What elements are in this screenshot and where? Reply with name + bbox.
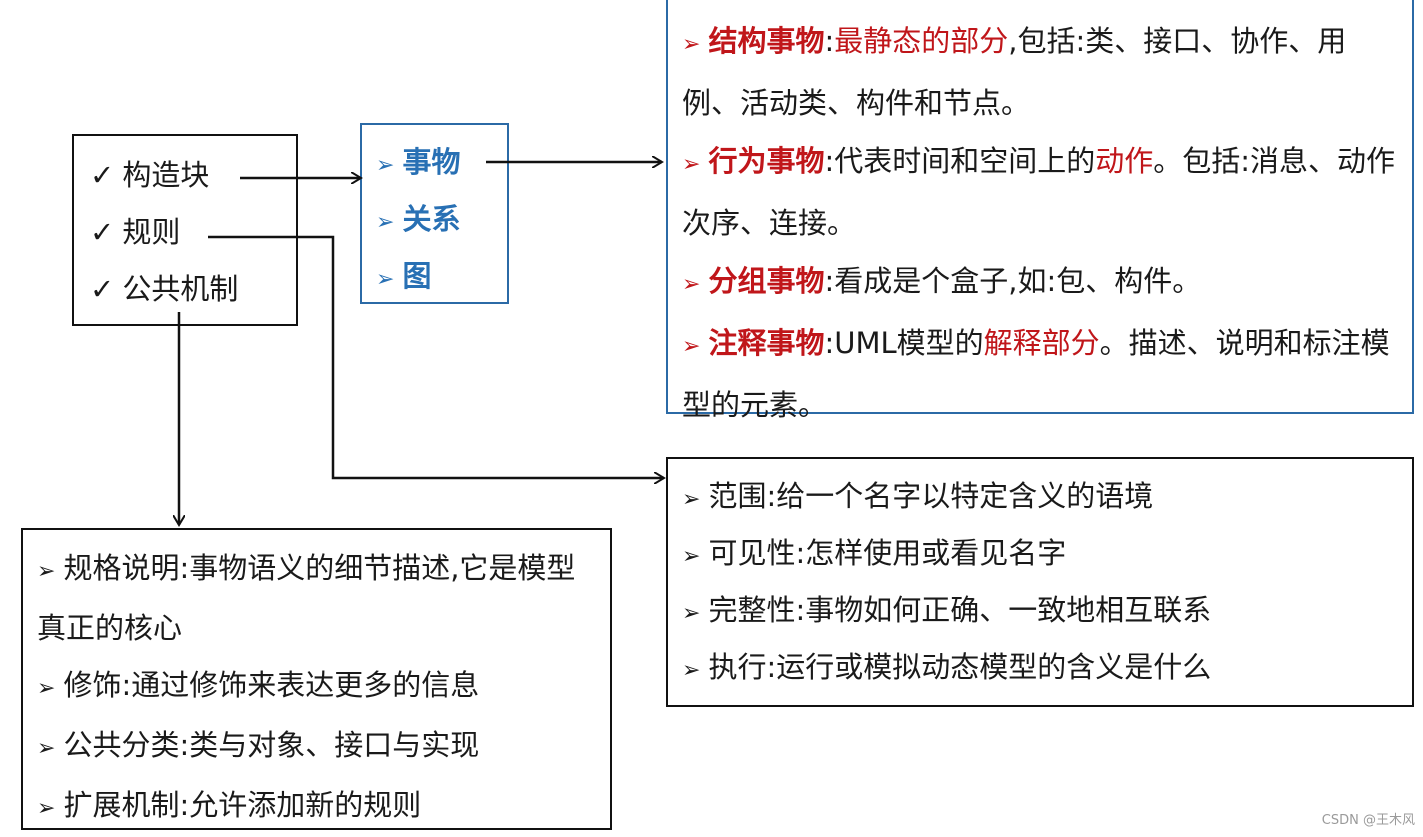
- mechanism-text: 修饰:通过修饰来表达更多的信息: [63, 668, 480, 702]
- rule-item-visibility: ➢ 可见性:怎样使用或看见名字: [682, 528, 1412, 585]
- bullet-arrow-icon: ➢: [682, 152, 701, 177]
- structural-things-term: 结构事物: [708, 24, 825, 58]
- things-item: ➢ 事物: [376, 141, 507, 198]
- annotational-things-term: 注释事物: [708, 326, 825, 360]
- bullet-arrow-icon: ➢: [682, 658, 701, 683]
- bullet-arrow-icon: ➢: [682, 487, 701, 512]
- rule-text: 范围:给一个名字以特定含义的语境: [708, 479, 1154, 513]
- bullet-arrow-icon: ➢: [37, 559, 56, 584]
- behavioral-things-description: 。包括:消息、动作次序、连接。: [682, 144, 1396, 240]
- behavioral-things-term: 行为事物: [708, 144, 825, 178]
- behavioral-things-lead: 代表时间和空间上的: [834, 144, 1096, 178]
- bullet-arrow-icon: ➢: [37, 796, 56, 821]
- bullet-arrow-icon: ➢: [376, 267, 395, 292]
- grouping-things-text: ➢ 分组事物:看成是个盒子,如:包、构件。: [682, 252, 1400, 314]
- diagrams-item: ➢图: [376, 255, 507, 312]
- behavioral-things-highlight: 动作: [1095, 144, 1154, 178]
- bullet-arrow-icon: ➢: [682, 32, 701, 57]
- mechanism-text: 扩展机制:允许添加新的规则: [63, 788, 422, 822]
- rule-text: 完整性:事物如何正确、一致地相互联系: [708, 593, 1212, 627]
- bullet-arrow-icon: ➢: [682, 544, 701, 569]
- building-block-label: 构造块: [122, 158, 210, 192]
- structural-things-highlight: 最静态的部分: [834, 24, 1009, 58]
- building-blocks-box: ✓构造块 ✓规则 ✓公共机制: [72, 134, 298, 326]
- colon: :: [824, 264, 835, 298]
- relationships-label: 关系: [402, 202, 461, 236]
- colon: :: [824, 24, 835, 58]
- bullet-arrow-icon: ➢: [682, 601, 701, 626]
- bullet-arrow-icon: ➢: [37, 676, 56, 701]
- rule-text: 可见性:怎样使用或看见名字: [708, 536, 1067, 570]
- check-icon: ✓: [90, 158, 115, 192]
- rule-item-scope: ➢ 范围:给一个名字以特定含义的语境: [682, 471, 1412, 528]
- common-mechanisms-detail-box: ➢规格说明:事物语义的细节描述,它是模型真正的核心 ➢修饰:通过修饰来表达更多的…: [21, 528, 612, 830]
- colon: :: [824, 144, 835, 178]
- bullet-arrow-icon: ➢: [37, 736, 56, 761]
- mechanism-item-common-division: ➢ 公共分类:类与对象、接口与实现: [37, 717, 596, 777]
- annotational-things-text: ➢ 注释事物:UML模型的解释部分。描述、说明和标注模型的元素。: [682, 314, 1400, 434]
- bullet-arrow-icon: ➢: [376, 210, 395, 235]
- common-mechanisms-label: 公共机制: [122, 272, 239, 306]
- watermark: CSDN @王木风: [1321, 813, 1415, 828]
- bullet-arrow-icon: ➢: [682, 272, 701, 297]
- annotational-things-highlight: 解释部分: [983, 326, 1100, 360]
- structural-things-description: ,包括:类、接口、协作、用例、活动类、构件和节点。: [682, 24, 1347, 120]
- common-mechanisms-item: ✓公共机制: [90, 268, 296, 325]
- rule-item-execution: ➢ 执行:运行或模拟动态模型的含义是什么: [682, 642, 1412, 699]
- bullet-arrow-icon: ➢: [682, 334, 701, 359]
- diagrams-label: 图: [402, 259, 432, 293]
- mechanism-item-adornment: ➢ 修饰:通过修饰来表达更多的信息: [37, 657, 596, 717]
- colon: :: [824, 326, 835, 360]
- rule-item-integrity: ➢ 完整性:事物如何正确、一致地相互联系: [682, 585, 1412, 642]
- rule-text: 执行:运行或模拟动态模型的含义是什么: [708, 650, 1212, 684]
- grouping-things-description: 看成是个盒子,如:包、构件。: [834, 264, 1202, 298]
- mechanism-item-extensibility: ➢ 扩展机制:允许添加新的规则: [37, 777, 596, 837]
- mechanism-text: 公共分类:类与对象、接口与实现: [63, 728, 480, 762]
- rules-item: ✓规则: [90, 211, 296, 268]
- rules-detail-box: ➢ 范围:给一个名字以特定含义的语境 ➢ 可见性:怎样使用或看见名字 ➢ 完整性:事物…: [666, 457, 1414, 707]
- things-detail-box: ➢结构事物:最静态的部分,包括:类、接口、协作、用例、活动类、构件和节点。 ➢行…: [666, 0, 1414, 422]
- bullet-arrow-icon: ➢: [376, 153, 395, 178]
- structural-things-text: ➢ 结构事物:最静态的部分,包括:类、接口、协作、用例、活动类、构件和节点。: [682, 12, 1400, 132]
- rules-label: 规则: [122, 215, 181, 249]
- check-icon: ✓: [90, 215, 115, 249]
- things-label: 事物: [402, 145, 461, 179]
- mechanism-item-specification: ➢规格说明:事物语义的细节描述,它是模型真正的核心: [37, 540, 596, 657]
- check-icon: ✓: [90, 272, 115, 306]
- mechanism-text: 规格说明:事物语义的细节描述,它是模型真正的核心: [37, 551, 576, 645]
- annotational-things-lead: UML模型的: [834, 326, 984, 360]
- relationships-item: ➢ 关系: [376, 198, 507, 255]
- behavioral-things-text: ➢ 行为事物:代表时间和空间上的动作。包括:消息、动作次序、连接。: [682, 132, 1400, 252]
- annotational-things-description: 。描述、说明和标注模型的元素。: [682, 326, 1390, 422]
- grouping-things-term: 分组事物: [708, 264, 825, 298]
- things-relationships-diagrams-box: ➢ 事物 ➢ 关系 ➢ 图: [360, 123, 509, 304]
- building-block-item: ✓构造块: [90, 154, 296, 211]
